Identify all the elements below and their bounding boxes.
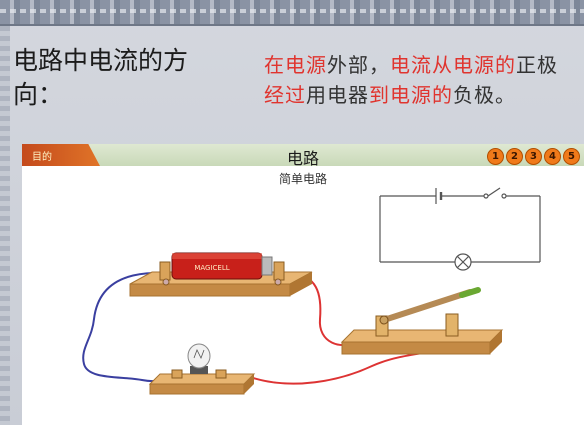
desc-segment: 用电器 xyxy=(306,83,369,107)
circuit-illustration: MAGICELL xyxy=(82,187,541,395)
current-direction-description: 在电源外部，电流从电源的正极经过用电器到电源的负极。 xyxy=(264,50,564,110)
bulb-board xyxy=(148,373,256,395)
panel-header: 目的 电路 1 2 3 4 5 xyxy=(22,144,584,168)
tab-purpose-label: 目的 xyxy=(32,152,52,163)
decorative-top-bar xyxy=(0,0,584,26)
light-bulb xyxy=(171,343,227,379)
desc-segment: 到电源的 xyxy=(369,83,453,107)
decorative-left-border xyxy=(0,26,10,425)
panel-title: 电路 xyxy=(286,149,319,168)
panel-subtitle: 简单电路 xyxy=(278,172,327,186)
desc-segment: 电流从电源的 xyxy=(390,53,516,77)
desc-segment: 正极 xyxy=(516,53,558,77)
desc-segment: 负极。 xyxy=(453,83,516,107)
desc-segment: 经过 xyxy=(264,83,306,107)
battery-clips xyxy=(159,261,285,286)
battery: MAGICELL xyxy=(171,252,273,280)
circuit-panel: 目的 电路 1 2 3 4 5 简单电路 xyxy=(22,144,584,425)
step-button-4[interactable]: 4 xyxy=(544,148,561,165)
step-button-1[interactable]: 1 xyxy=(487,148,504,165)
step-button-5[interactable]: 5 xyxy=(563,148,580,165)
switch xyxy=(375,287,481,337)
battery-label: MAGICELL xyxy=(194,264,229,272)
desc-segment: 外部， xyxy=(327,53,390,77)
switch-board xyxy=(340,329,504,355)
desc-segment: 在电源 xyxy=(264,53,327,77)
tab-purpose[interactable]: 目的 xyxy=(22,144,100,166)
step-button-3[interactable]: 3 xyxy=(525,148,542,165)
slide-title: 电路中电流的方向： xyxy=(13,46,189,109)
step-buttons: 1 2 3 4 5 xyxy=(487,148,580,165)
step-button-2[interactable]: 2 xyxy=(506,148,523,165)
circuit-schematic xyxy=(379,187,541,271)
